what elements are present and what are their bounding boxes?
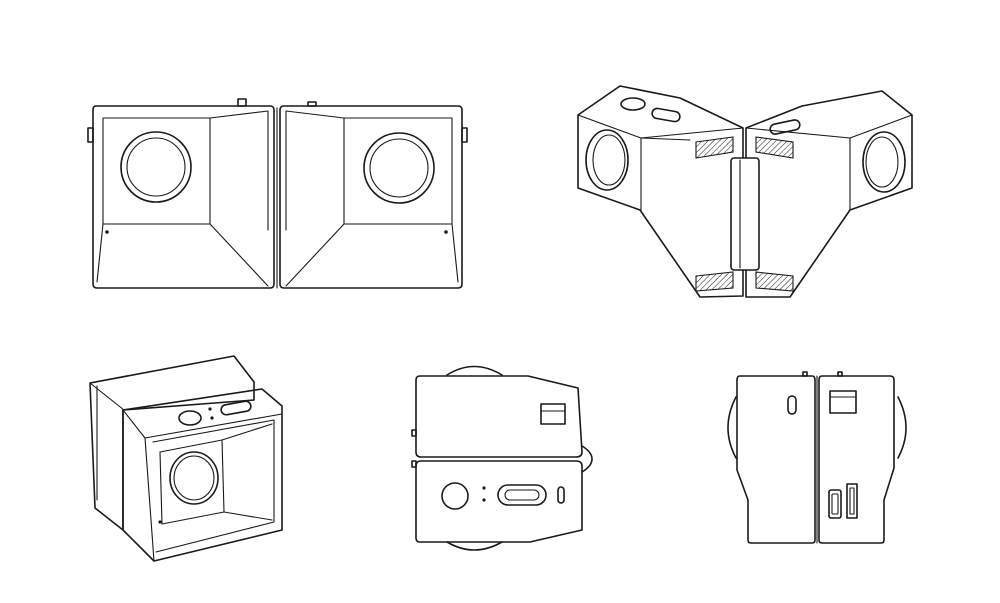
top-view — [411, 365, 593, 551]
isometric-view-closed — [89, 355, 283, 562]
side-view — [727, 371, 907, 544]
left-camera-half — [87, 98, 275, 289]
right-camera-half — [279, 101, 468, 289]
isometric-view-folded — [577, 85, 913, 298]
front-view-open — [87, 98, 468, 289]
right-lens-icon — [363, 132, 435, 204]
left-lens-icon — [120, 131, 192, 203]
